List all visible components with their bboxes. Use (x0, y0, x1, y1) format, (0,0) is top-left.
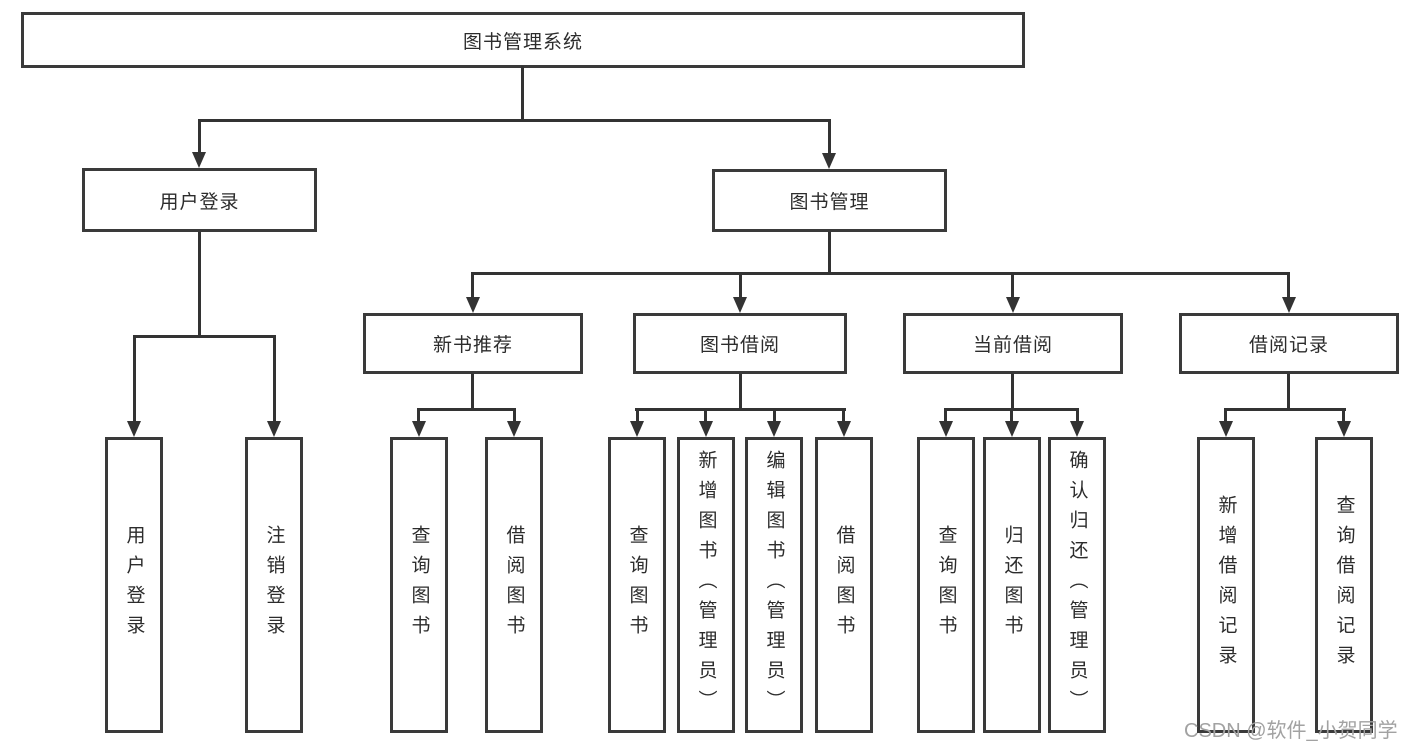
connector-line (1076, 408, 1079, 422)
node-add-book-admin: 新增图书（管理员） (677, 437, 735, 733)
connector-line (1342, 408, 1345, 422)
connector-line (198, 119, 201, 154)
connector-line (471, 272, 474, 299)
arrowhead-down-icon (1006, 297, 1020, 313)
node-label: 新增借阅记录 (1215, 495, 1237, 675)
node-label: 注销登录 (263, 525, 285, 645)
connector-line (739, 272, 742, 299)
node-label: 新增图书（管理员） (695, 450, 717, 720)
node-label: 图书借阅 (699, 335, 780, 356)
arrowhead-down-icon (733, 297, 747, 313)
arrowhead-down-icon (507, 421, 521, 437)
connector-line (1224, 408, 1346, 411)
node-label: 借阅记录 (1248, 335, 1329, 356)
arrowhead-down-icon (412, 421, 426, 437)
arrowhead-down-icon (127, 421, 141, 437)
connector-line (635, 408, 846, 411)
connector-line (198, 119, 831, 122)
node-label: 借阅图书 (833, 525, 855, 645)
node-borrowing-records: 借阅记录 (1179, 313, 1399, 374)
connector-line (704, 408, 707, 422)
connector-line (513, 408, 516, 422)
connector-line (198, 232, 201, 338)
connector-line (1287, 374, 1290, 411)
node-current-borrowing: 当前借阅 (903, 313, 1123, 374)
connector-line (133, 335, 136, 423)
node-return-book: 归还图书 (983, 437, 1041, 733)
node-label: 新书推荐 (432, 335, 513, 356)
node-label: 当前借阅 (972, 335, 1053, 356)
node-query-books-3: 查询图书 (917, 437, 975, 733)
node-label: 查询借阅记录 (1333, 495, 1355, 675)
node-label: 归还图书 (1001, 525, 1023, 645)
connector-line (1287, 272, 1290, 299)
arrowhead-down-icon (1337, 421, 1351, 437)
node-edit-book-admin: 编辑图书（管理员） (745, 437, 803, 733)
node-logout: 注销登录 (245, 437, 303, 733)
node-borrow-books-2: 借阅图书 (815, 437, 873, 733)
connector-line (944, 408, 947, 422)
arrowhead-down-icon (822, 153, 836, 169)
node-user-login-leaf: 用户登录 (105, 437, 163, 733)
connector-line (828, 119, 831, 155)
connector-line (417, 408, 420, 422)
connector-line (1224, 408, 1227, 422)
arrowhead-down-icon (630, 421, 644, 437)
arrowhead-down-icon (837, 421, 851, 437)
arrowhead-down-icon (1070, 421, 1084, 437)
connector-line (1010, 408, 1013, 422)
node-label: 编辑图书（管理员） (763, 450, 785, 720)
node-query-books-1: 查询图书 (390, 437, 448, 733)
connector-line (471, 272, 1290, 275)
node-add-borrow-record: 新增借阅记录 (1197, 437, 1255, 733)
connector-line (417, 408, 516, 411)
node-label: 借阅图书 (503, 525, 525, 645)
node-user-login: 用户登录 (82, 168, 317, 232)
node-borrow-books-1: 借阅图书 (485, 437, 543, 733)
connector-line (739, 374, 742, 411)
arrowhead-down-icon (767, 421, 781, 437)
node-library-management-system: 图书管理系统 (21, 12, 1025, 68)
watermark: CSDN @软件_小贺同学 (1184, 720, 1398, 742)
connector-line (1011, 374, 1014, 411)
arrowhead-down-icon (192, 152, 206, 168)
arrowhead-down-icon (1219, 421, 1233, 437)
connector-line (471, 374, 474, 411)
connector-line (773, 408, 776, 422)
connector-line (273, 335, 276, 423)
connector-line (636, 408, 639, 422)
connector-line (1011, 272, 1014, 299)
node-label: 查询图书 (626, 525, 648, 645)
arrowhead-down-icon (267, 421, 281, 437)
arrowhead-down-icon (1282, 297, 1296, 313)
node-label: 图书管理 (789, 192, 870, 213)
arrowhead-down-icon (699, 421, 713, 437)
node-query-books-2: 查询图书 (608, 437, 666, 733)
connector-line (842, 408, 845, 422)
node-label: 用户登录 (159, 191, 240, 213)
node-label: 查询图书 (935, 525, 957, 645)
connector-line (133, 335, 276, 338)
arrowhead-down-icon (466, 297, 480, 313)
arrowhead-down-icon (1005, 421, 1019, 437)
node-new-book-recommendation: 新书推荐 (363, 313, 583, 374)
node-label: 查询图书 (408, 525, 430, 645)
node-book-borrowing: 图书借阅 (633, 313, 847, 374)
connector-line (521, 66, 524, 122)
arrowhead-down-icon (939, 421, 953, 437)
node-book-management: 图书管理 (712, 169, 947, 232)
node-query-borrow-record: 查询借阅记录 (1315, 437, 1373, 733)
node-confirm-return-admin: 确认归还（管理员） (1048, 437, 1106, 733)
node-label: 确认归还（管理员） (1066, 450, 1088, 720)
node-label: 图书管理系统 (462, 31, 583, 53)
connector-line (828, 232, 831, 274)
node-label: 用户登录 (123, 525, 145, 645)
